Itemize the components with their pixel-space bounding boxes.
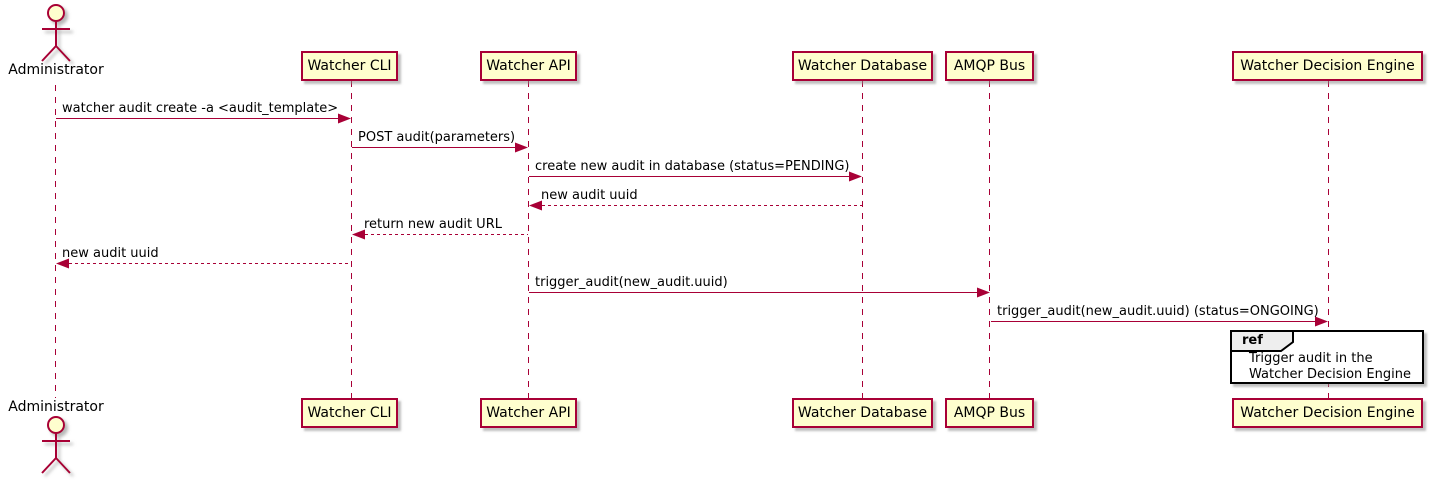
ref-fragment: ref Trigger audit in the Watcher Decisio… (1230, 330, 1424, 384)
participant-watcher-database-bottom: Watcher Database (792, 398, 933, 428)
message-label-6: new audit uuid (62, 246, 159, 261)
ref-text-line-1: Trigger audit in the (1249, 351, 1373, 366)
participant-amqp-bus-top: AMQP Bus (945, 51, 1034, 81)
arrowhead-left-icon (529, 200, 542, 211)
arrowhead-left-icon (352, 229, 365, 240)
actor-figure-bottom-icon (41, 416, 71, 474)
ref-keyword: ref (1242, 333, 1263, 348)
message-label-2: POST audit(parameters) (358, 130, 516, 145)
participant-watcher-decision-engine-top: Watcher Decision Engine (1232, 51, 1423, 81)
actor-label-administrator-top: Administrator (8, 62, 104, 78)
message-label-7: trigger_audit(new_audit.uuid) (535, 275, 728, 290)
message-label-5: return new audit URL (364, 217, 502, 232)
ref-text-line-2: Watcher Decision Engine (1249, 367, 1411, 382)
message-label-1: watcher audit create -a <audit_template> (62, 101, 339, 116)
participant-watcher-cli-top: Watcher CLI (301, 51, 398, 81)
arrowhead-right-icon (1315, 316, 1328, 327)
message-label-3: create new audit in database (status=PEN… (535, 159, 850, 174)
participant-watcher-database-top: Watcher Database (792, 51, 933, 81)
arrowhead-right-icon (849, 171, 862, 182)
arrowhead-right-icon (515, 142, 528, 153)
participant-watcher-api-bottom: Watcher API (480, 398, 577, 428)
arrowhead-right-icon (977, 287, 990, 298)
message-label-8: trigger_audit(new_audit.uuid) (status=ON… (997, 304, 1319, 319)
participant-amqp-bus-bottom: AMQP Bus (945, 398, 1034, 428)
ref-tab-icon (1230, 330, 1294, 352)
arrowhead-left-icon (56, 258, 69, 269)
participant-watcher-api-top: Watcher API (480, 51, 577, 81)
message-label-4: new audit uuid (541, 188, 638, 203)
actor-label-administrator-bottom: Administrator (8, 399, 104, 415)
participant-watcher-decision-engine-bottom: Watcher Decision Engine (1232, 398, 1423, 428)
participant-watcher-cli-bottom: Watcher CLI (301, 398, 398, 428)
actor-figure-top-icon (41, 4, 71, 62)
arrowhead-right-icon (338, 113, 351, 124)
